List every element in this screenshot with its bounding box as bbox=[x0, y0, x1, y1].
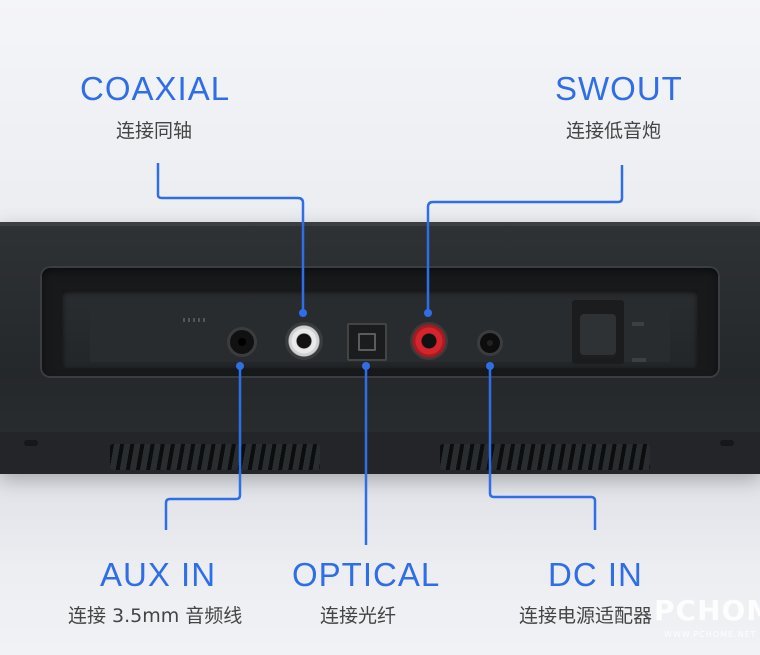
aux-in-subtitle: 连接 3.5mm 音频线 bbox=[68, 605, 243, 627]
power-switch bbox=[580, 314, 616, 358]
coaxial-title: COAXIAL bbox=[80, 70, 231, 107]
rubber-foot-left bbox=[24, 440, 38, 446]
vent-grille-right bbox=[440, 444, 650, 470]
switch-off-mark bbox=[632, 358, 646, 362]
soundbar-top-edge bbox=[0, 222, 760, 226]
vent-grille-left bbox=[110, 444, 320, 470]
swout-title: SWOUT bbox=[555, 70, 683, 107]
coaxial-port bbox=[285, 322, 323, 360]
swout-port bbox=[410, 322, 448, 360]
background-bottom bbox=[0, 470, 760, 655]
background-top bbox=[0, 0, 760, 225]
rubber-foot-right bbox=[720, 440, 734, 446]
swout-subtitle: 连接低音炮 bbox=[566, 120, 662, 142]
switch-on-mark bbox=[632, 322, 644, 326]
indicator-dots bbox=[183, 318, 207, 322]
dc-in-title: DC IN bbox=[548, 556, 643, 593]
watermark-site: WWW.PCHOME.NET bbox=[664, 630, 757, 639]
coaxial-subtitle: 连接同轴 bbox=[116, 120, 193, 142]
aux-in-port bbox=[230, 330, 254, 354]
dc-in-subtitle: 连接电源适配器 bbox=[519, 605, 653, 627]
optical-subtitle: 连接光纤 bbox=[320, 605, 397, 627]
optical-title: OPTICAL bbox=[292, 556, 441, 593]
watermark-brand: PCHOME bbox=[654, 594, 760, 627]
aux-in-title: AUX IN bbox=[100, 556, 217, 593]
dc-in-port bbox=[480, 333, 500, 353]
optical-port bbox=[347, 323, 387, 361]
